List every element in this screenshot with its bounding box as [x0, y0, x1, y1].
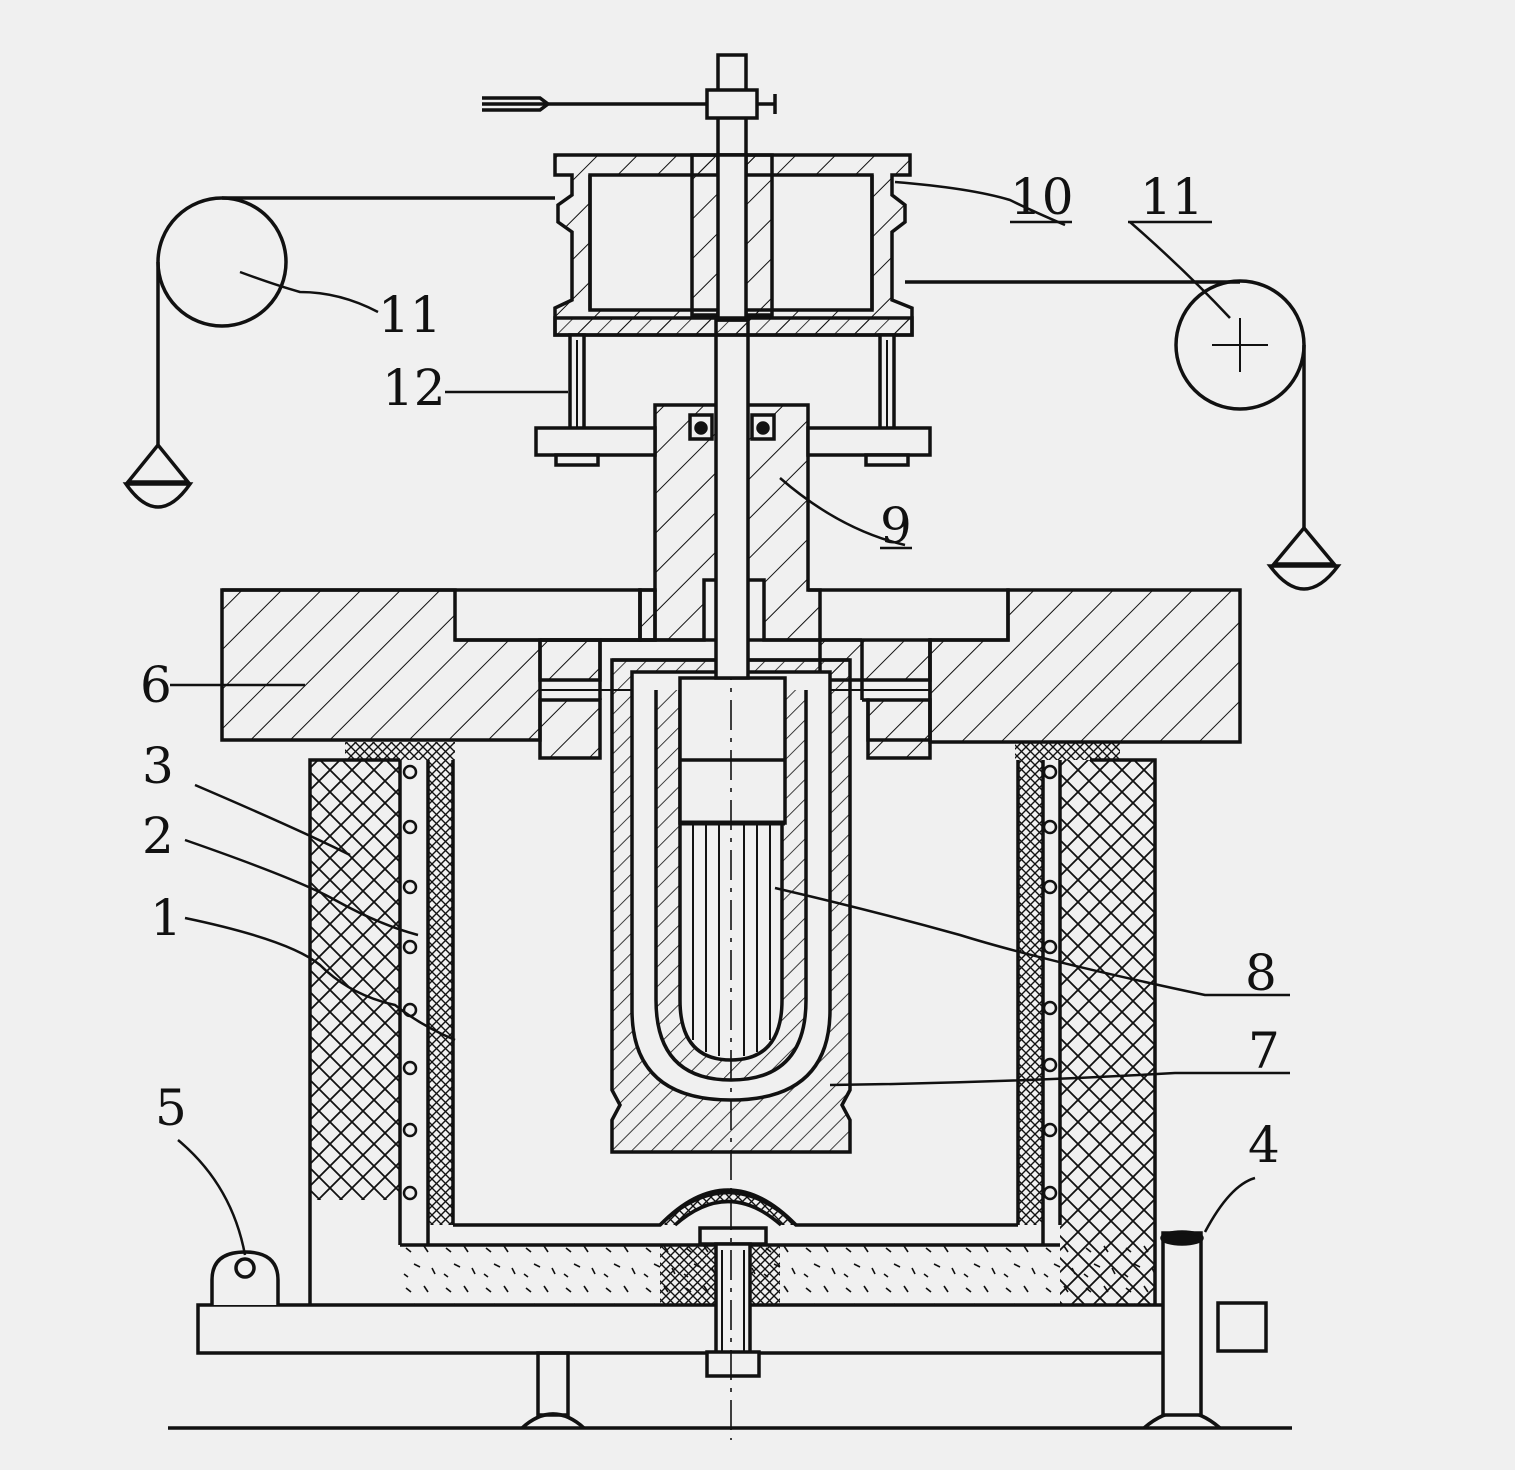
- furnace-lid-6: [220, 588, 1242, 760]
- pulley-left-11: [122, 196, 555, 509]
- insulation-3: [310, 742, 1155, 1305]
- base-plate: [196, 1303, 1168, 1355]
- label-11-left: 11: [378, 286, 442, 344]
- label-4: 4: [1248, 1116, 1280, 1174]
- label-7: 7: [1248, 1022, 1280, 1080]
- pulley-right-11: [905, 279, 1342, 591]
- label-12: 12: [382, 359, 446, 417]
- heater-coil-dots: [402, 764, 1058, 1201]
- base-feet: [520, 1351, 1222, 1430]
- central-shaft: [482, 53, 777, 680]
- label-9: 9: [880, 497, 912, 555]
- label-6: 6: [140, 656, 172, 714]
- post-4: [1160, 1230, 1204, 1417]
- part-labels: 1 2 3 4 5 6 7 8 9 10 11 11 12: [140, 168, 1280, 1174]
- leader-lines: [170, 180, 1290, 1256]
- bottom-bolt: [698, 1226, 768, 1378]
- heater-layer-2: [426, 760, 1045, 1225]
- rods-12: [534, 333, 932, 467]
- chamber-floor: [400, 1188, 1155, 1305]
- label-10: 10: [1010, 168, 1074, 226]
- drum-housing-10: [553, 153, 914, 337]
- label-5: 5: [155, 1079, 187, 1137]
- small-square: [1216, 1301, 1268, 1353]
- clamp-5: [210, 1250, 280, 1305]
- label-1: 1: [150, 889, 182, 947]
- label-3: 3: [142, 737, 174, 795]
- label-2: 2: [142, 807, 174, 865]
- label-11-right: 11: [1140, 168, 1204, 226]
- label-8: 8: [1245, 944, 1277, 1002]
